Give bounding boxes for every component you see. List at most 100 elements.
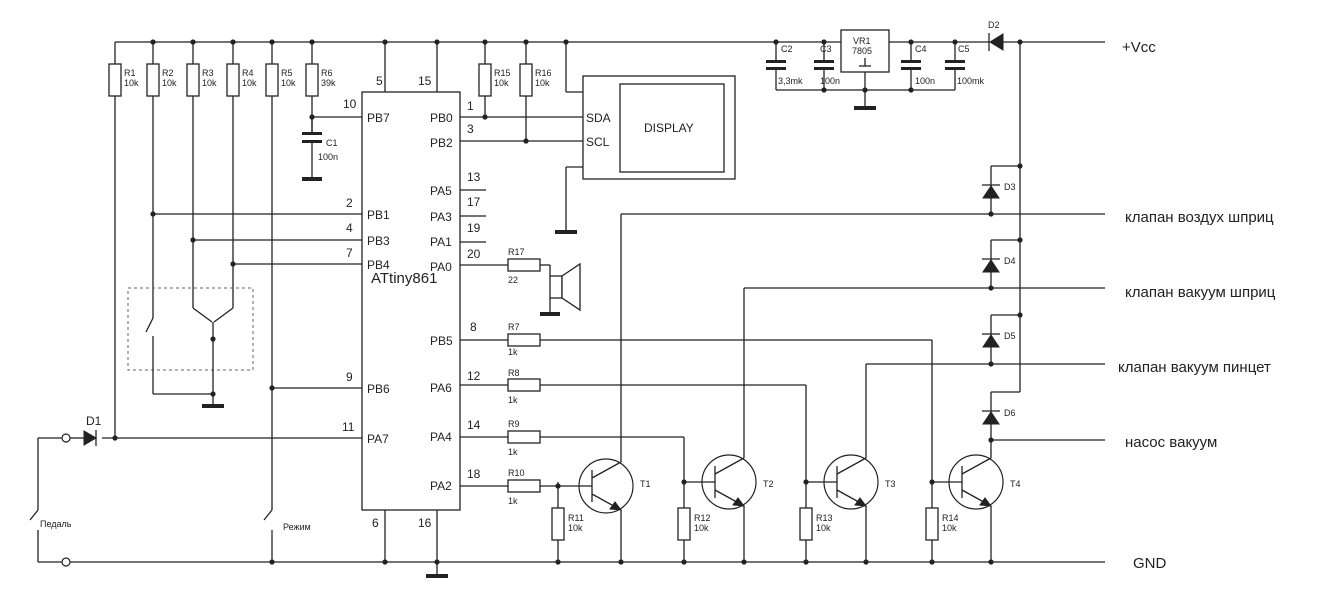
svg-text:PA7: PA7	[367, 432, 389, 446]
svg-text:D2: D2	[988, 20, 1000, 30]
svg-text:R4: R4	[242, 68, 254, 78]
base-resistor-r9: R9 1k	[460, 419, 685, 482]
display-module: SDA SCL DISPLAY	[555, 75, 736, 234]
svg-text:3: 3	[467, 122, 474, 136]
svg-text:R6: R6	[321, 68, 333, 78]
output-label-1: клапан воздух шприц	[1125, 209, 1274, 226]
svg-text:R16: R16	[535, 68, 552, 78]
svg-text:PB4: PB4	[367, 258, 390, 272]
svg-text:11: 11	[342, 420, 355, 434]
svg-text:T3: T3	[885, 479, 896, 489]
svg-text:19: 19	[467, 221, 481, 235]
svg-text:R5: R5	[281, 68, 293, 78]
output-lines	[621, 213, 1105, 441]
output-label-4: насос вакуум	[1125, 434, 1217, 451]
transistor-t1: T1	[558, 214, 651, 562]
button-wires	[153, 213, 362, 265]
transistor-t4: T4	[932, 440, 1021, 562]
svg-text:PB5: PB5	[430, 334, 453, 348]
svg-text:7: 7	[346, 246, 353, 260]
svg-text:C5: C5	[958, 44, 970, 54]
svg-text:4: 4	[346, 221, 353, 235]
mcu-name: ATtiny861	[371, 270, 437, 287]
svg-text:R13: R13	[816, 513, 833, 523]
svg-text:C3: C3	[820, 44, 832, 54]
svg-text:R14: R14	[942, 513, 959, 523]
capacitor-c1: C1 100n	[302, 116, 362, 181]
svg-text:100mk: 100mk	[957, 76, 985, 86]
svg-text:PB0: PB0	[430, 111, 453, 125]
svg-text:100n: 100n	[915, 76, 935, 86]
svg-text:1k: 1k	[508, 347, 518, 357]
svg-text:D1: D1	[86, 414, 102, 428]
svg-text:PA1: PA1	[430, 235, 452, 249]
scl-label: SCL	[586, 135, 610, 149]
output-label-2: клапан вакуум шприц	[1125, 284, 1276, 301]
svg-text:20: 20	[467, 247, 481, 261]
svg-text:10k: 10k	[942, 523, 957, 533]
svg-text:PA2: PA2	[430, 479, 452, 493]
svg-text:C2: C2	[781, 44, 793, 54]
svg-text:R17: R17	[508, 247, 525, 257]
svg-text:R15: R15	[494, 68, 511, 78]
svg-text:10k: 10k	[816, 523, 831, 533]
svg-text:R1: R1	[124, 68, 136, 78]
svg-text:PA3: PA3	[430, 210, 452, 224]
svg-text:100n: 100n	[318, 152, 338, 162]
svg-text:D3: D3	[1004, 182, 1016, 192]
svg-text:PA4: PA4	[430, 430, 452, 444]
svg-text:18: 18	[467, 467, 481, 481]
svg-text:12: 12	[467, 369, 481, 383]
transistor-t3: T3	[806, 364, 896, 562]
svg-text:7805: 7805	[852, 46, 872, 56]
svg-text:10k: 10k	[694, 523, 709, 533]
base-resistor-r7: R7 1k	[460, 322, 933, 482]
svg-text:1k: 1k	[508, 447, 518, 457]
svg-text:T1: T1	[640, 479, 651, 489]
svg-text:C1: C1	[326, 138, 338, 148]
svg-text:22: 22	[508, 275, 518, 285]
svg-text:10k: 10k	[281, 78, 296, 88]
gnd-label: GND	[1133, 555, 1167, 572]
svg-text:100n: 100n	[820, 76, 840, 86]
svg-text:15: 15	[418, 74, 432, 88]
svg-text:PA5: PA5	[430, 184, 452, 198]
flyback-diodes: D3 D4 D5 D6	[982, 42, 1021, 440]
svg-text:PB2: PB2	[430, 136, 453, 150]
svg-text:PB3: PB3	[367, 234, 390, 248]
svg-text:PB6: PB6	[367, 382, 390, 396]
sda-label: SDA	[586, 111, 611, 125]
base-resistor-r8: R8 1k	[460, 368, 807, 482]
mode-switch: Режим	[263, 509, 311, 562]
svg-text:R8: R8	[508, 368, 520, 378]
svg-text:10k: 10k	[535, 78, 550, 88]
svg-text:10k: 10k	[242, 78, 257, 88]
svg-text:R11: R11	[568, 513, 584, 523]
svg-text:R2: R2	[162, 68, 174, 78]
transistor-t2: T2	[684, 288, 774, 562]
vcc-label: +Vcc	[1122, 39, 1156, 56]
svg-text:R9: R9	[508, 419, 520, 429]
svg-text:C4: C4	[915, 44, 927, 54]
svg-text:9: 9	[346, 370, 353, 384]
svg-text:1: 1	[467, 99, 474, 113]
svg-text:39k: 39k	[321, 78, 336, 88]
svg-text:1k: 1k	[508, 395, 518, 405]
svg-text:8: 8	[470, 320, 477, 334]
display-label: DISPLAY	[644, 121, 694, 135]
svg-text:VR1: VR1	[853, 36, 871, 46]
keypad-switch-block	[127, 287, 254, 408]
svg-text:D6: D6	[1004, 408, 1016, 418]
